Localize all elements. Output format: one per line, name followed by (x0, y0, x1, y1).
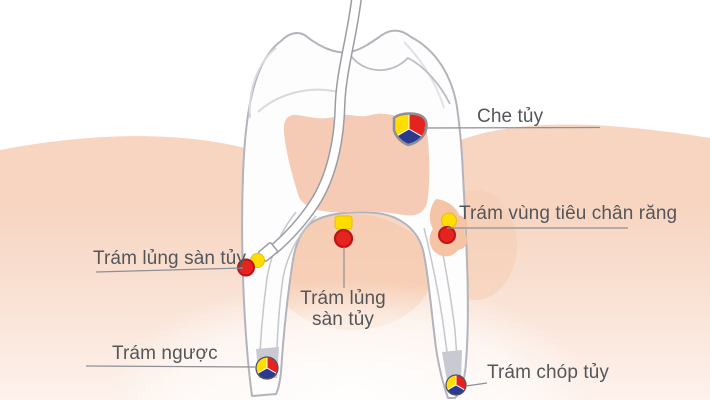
leader-lines (85, 126, 628, 387)
retrograde-seal-disc-icon (255, 356, 279, 380)
label-floor-perforation-center: Trám lủng sàn tủy (288, 288, 398, 331)
label-floor-perforation-center-line1: Trám lủng (300, 288, 386, 309)
leader-apex (465, 382, 488, 387)
resorption-red-dot (438, 226, 456, 244)
label-floor-perforation-left: Trám lủng sàn tủy (93, 248, 247, 269)
resorption-yellow-dot (441, 212, 457, 229)
label-floor-perforation-center-line2: sàn tủy (312, 308, 374, 330)
apex-seal-disc-icon (445, 374, 467, 396)
perforation-yellow-square-center (334, 215, 353, 230)
perforation-red-dot-left (237, 258, 255, 277)
label-retrograde-filling: Trám ngược (112, 343, 218, 364)
label-root-resorption: Trám vùng tiêu chân răng (459, 203, 678, 224)
apex-filling-gray (442, 350, 462, 381)
leader-retrograde (85, 365, 257, 368)
gum-bottom-glow (105, 280, 595, 400)
gum-tissue (0, 124, 710, 400)
perforation-red-dot-center (333, 228, 354, 249)
leader-floor-perforation-left (95, 267, 244, 273)
label-apex-filling: Trám chóp tủy (487, 362, 610, 383)
occlusal-fissure-line (347, 51, 451, 105)
leader-pulp-capping (423, 126, 601, 129)
label-pulp-capping: Che tủy (477, 106, 544, 127)
